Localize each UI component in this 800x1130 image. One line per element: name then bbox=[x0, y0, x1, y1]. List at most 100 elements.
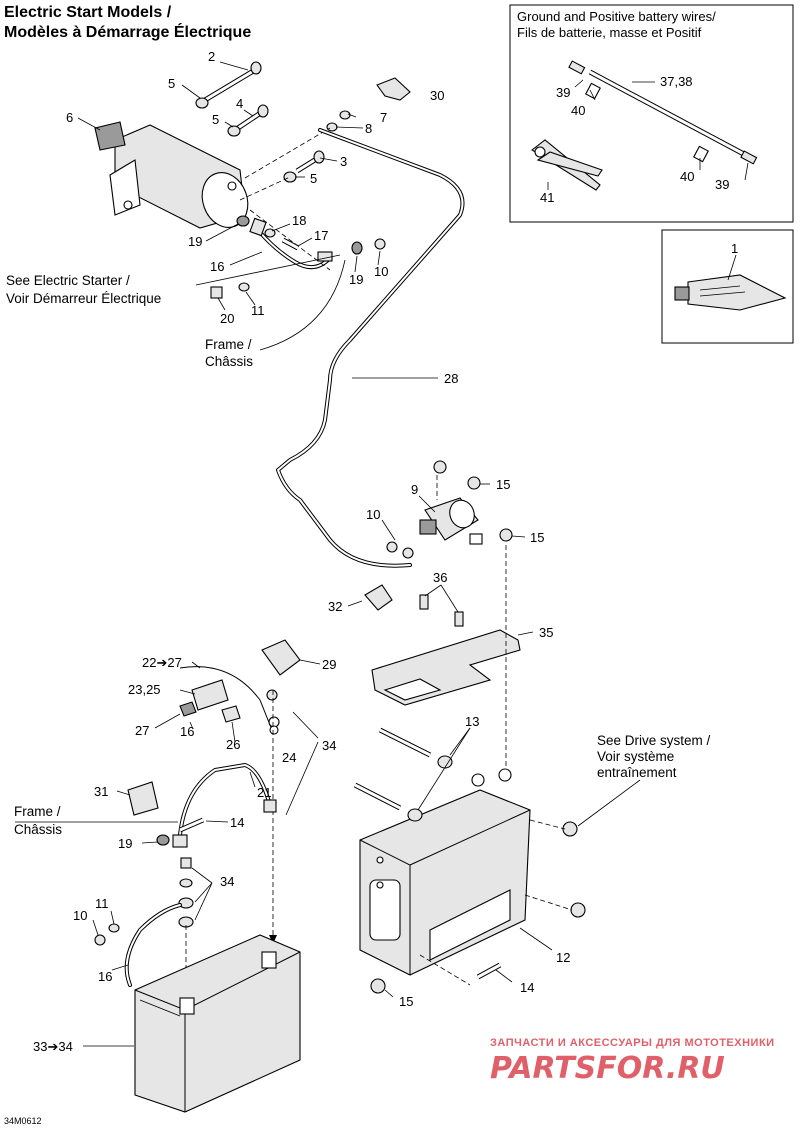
starter-bolt-3-drawing bbox=[295, 150, 325, 174]
callout-34b: 34 bbox=[220, 874, 234, 889]
nut-15c bbox=[370, 978, 386, 994]
callout-23-25: 23,25 bbox=[128, 682, 161, 697]
washer-11b bbox=[108, 923, 120, 933]
nut-19c bbox=[156, 834, 170, 846]
callout-15c: 15 bbox=[399, 994, 413, 1009]
callout-15b: 15 bbox=[530, 530, 544, 545]
bolt-13-drawing bbox=[378, 727, 453, 769]
washer-5c bbox=[283, 171, 297, 183]
note-frame-bottom-l1: Frame / bbox=[14, 804, 61, 819]
tray-nut-right bbox=[570, 902, 586, 918]
callout-5c: 5 bbox=[310, 171, 317, 186]
battery-wire-cable-drawing bbox=[568, 60, 758, 165]
callout-31: 31 bbox=[94, 784, 108, 799]
inset-box-title-line2: Fils de batterie, masse et Positif bbox=[517, 25, 702, 40]
solenoid-bracket-35 bbox=[371, 594, 521, 706]
callout-20: 20 bbox=[220, 311, 234, 326]
callout-4: 4 bbox=[236, 96, 243, 111]
nut-15-top bbox=[433, 460, 447, 474]
note-frame-top-l2: Châssis bbox=[205, 354, 253, 369]
callout-34a: 34 bbox=[322, 738, 336, 753]
callout-39a: 39 bbox=[556, 85, 570, 100]
note-frame-top-l1: Frame / bbox=[205, 337, 252, 352]
callout-36: 36 bbox=[433, 570, 447, 585]
drive-mount-nut bbox=[562, 821, 578, 837]
washer-5a bbox=[195, 97, 209, 109]
callout-6: 6 bbox=[66, 110, 73, 125]
watermark-tagline: ЗАПЧАСТИ И АКСЕССУАРЫ ДЛЯ МОТОТЕХНИКИ bbox=[490, 1037, 775, 1049]
callout-16a: 16 bbox=[210, 259, 224, 274]
nut-19b bbox=[351, 241, 363, 255]
callout-16c: 16 bbox=[98, 969, 112, 984]
fuse-holder-23-25 bbox=[191, 679, 229, 711]
battery-tray-12 bbox=[359, 768, 531, 976]
callout-21: 21 bbox=[257, 785, 271, 800]
callout-19b: 19 bbox=[349, 272, 363, 287]
bolt-tray-drawing bbox=[353, 782, 423, 822]
figure-code: 34M0612 bbox=[4, 1116, 42, 1126]
callout-11b: 11 bbox=[95, 896, 109, 911]
callout-33-34: 33➔34 bbox=[33, 1039, 73, 1054]
note-frame-bottom-l2: Châssis bbox=[14, 822, 62, 837]
callout-14b: 14 bbox=[520, 980, 534, 995]
callout-8: 8 bbox=[365, 121, 372, 136]
callout-14a: 14 bbox=[230, 815, 244, 830]
callout-19c: 19 bbox=[118, 836, 132, 851]
callout-19a: 19 bbox=[188, 234, 202, 249]
callout-32: 32 bbox=[328, 599, 342, 614]
callout-5b: 5 bbox=[212, 112, 219, 127]
callout-16b: 16 bbox=[180, 724, 194, 739]
nut-19a bbox=[236, 215, 250, 227]
inset-box-title-line1: Ground and Positive battery wires/ bbox=[517, 9, 716, 24]
starter-bolt-4-drawing bbox=[236, 104, 269, 131]
callout-18: 18 bbox=[292, 213, 306, 228]
callout-24: 24 bbox=[282, 750, 296, 765]
callout-22-27: 22➔27 bbox=[142, 655, 182, 670]
fuse-27 bbox=[179, 701, 197, 717]
watermark-logo-text: PARTSFOR.RU bbox=[490, 1051, 725, 1086]
terminal-cap-32 bbox=[364, 584, 393, 611]
callout-28: 28 bbox=[444, 371, 458, 386]
starter-bolt-2-drawing bbox=[203, 61, 262, 103]
note-drive-system-l2: Voir système bbox=[597, 749, 674, 764]
sealant-inset-box bbox=[661, 229, 794, 344]
nut-10a bbox=[374, 238, 386, 250]
callout-17: 17 bbox=[314, 228, 328, 243]
washer-11a bbox=[238, 282, 250, 292]
starter-motor-drawing bbox=[94, 121, 249, 229]
callout-10a: 10 bbox=[374, 264, 388, 279]
fuse-cover-26 bbox=[221, 705, 241, 723]
callout-9: 9 bbox=[411, 482, 418, 497]
callout-13: 13 bbox=[465, 714, 479, 729]
battery-wires-inset-box bbox=[509, 4, 794, 223]
callout-10b: 10 bbox=[366, 507, 380, 522]
battery-33 bbox=[134, 934, 301, 1113]
callout-2: 2 bbox=[208, 49, 215, 64]
note-see-electric-starter-l1: See Electric Starter / bbox=[6, 273, 130, 288]
starter-solenoid-9 bbox=[419, 497, 483, 545]
callout-35: 35 bbox=[539, 625, 553, 640]
bolt-14b-drawing bbox=[476, 962, 502, 980]
note-see-electric-starter-l2: Voir Démarreur Électrique bbox=[6, 291, 161, 306]
note-drive-system-l1: See Drive system / bbox=[597, 733, 711, 748]
bolt-14a-drawing bbox=[179, 817, 204, 833]
nut-10c bbox=[94, 934, 106, 946]
diagram-title-line1: Electric Start Models / bbox=[4, 4, 172, 21]
callout-10c: 10 bbox=[73, 908, 87, 923]
nut-15a bbox=[467, 476, 481, 490]
callout-40b: 40 bbox=[680, 169, 694, 184]
washer-8 bbox=[326, 122, 338, 132]
callout-1: 1 bbox=[731, 241, 738, 256]
callout-26: 26 bbox=[226, 737, 240, 752]
diagram-title-line2: Modèles à Démarrage Électrique bbox=[4, 22, 251, 41]
callout-11a: 11 bbox=[251, 303, 265, 318]
callout-5a: 5 bbox=[168, 76, 175, 91]
nut-7 bbox=[339, 110, 351, 120]
callout-30: 30 bbox=[430, 88, 444, 103]
note-drive-system-l3: entraînement bbox=[597, 765, 677, 780]
main-cable-28 bbox=[276, 128, 465, 568]
terminal-cover-31 bbox=[127, 781, 159, 816]
callout-40a: 40 bbox=[571, 103, 585, 118]
bolt-34b bbox=[180, 857, 192, 869]
